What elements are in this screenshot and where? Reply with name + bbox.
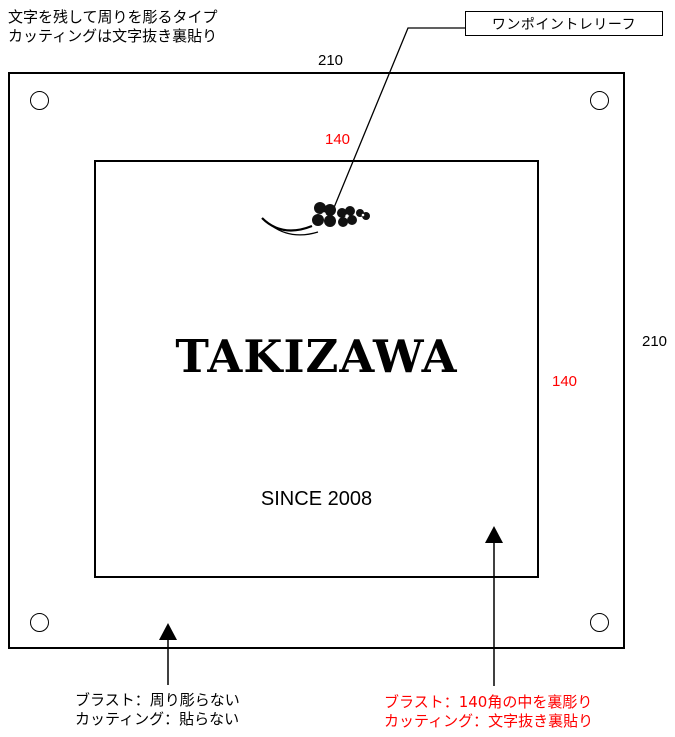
- outer-plate: [8, 72, 625, 649]
- bottom-right-note: ブラスト：140角の中を裏彫り カッティング：文字抜き裏貼り: [384, 693, 593, 731]
- callout-leader-line: [332, 27, 465, 211]
- outer-height-label: 210: [642, 333, 668, 350]
- inner-height-label: 140: [552, 373, 578, 390]
- mounting-hole-top-right: [590, 91, 609, 110]
- bottom-right-arrow-icon: [485, 526, 503, 543]
- bottom-right-note-line2: カッティング：文字抜き裏貼り: [384, 712, 594, 730]
- top-note-line2: カッティングは文字抜き裏貼り: [8, 27, 218, 45]
- plate-since: SINCE 2008: [260, 488, 373, 510]
- callout-label: ワンポイントレリーフ: [491, 16, 637, 33]
- mounting-hole-bottom-left: [30, 613, 49, 632]
- top-note: 文字を残して周りを彫るタイプ カッティングは文字抜き裏貼り: [8, 8, 218, 46]
- callout-label-box: ワンポイントレリーフ: [465, 11, 663, 36]
- clover-flower-icon: [261, 202, 370, 236]
- outer-width-label: 210: [318, 52, 344, 69]
- bottom-left-note-line1: ブラスト：周り彫らない: [75, 691, 240, 709]
- mounting-hole-bottom-right: [590, 613, 609, 632]
- plate-name: TAKIZAWA: [175, 330, 458, 383]
- inner-panel: [94, 160, 539, 578]
- bottom-left-note-line2: カッティング：貼らない: [75, 710, 240, 728]
- mounting-hole-top-left: [30, 91, 49, 110]
- bottom-left-note: ブラスト：周り彫らない カッティング：貼らない: [75, 691, 240, 729]
- bottom-right-note-line1: ブラスト：140角の中を裏彫り: [384, 693, 593, 711]
- inner-width-label: 140: [325, 131, 351, 148]
- top-note-line1: 文字を残して周りを彫るタイプ: [8, 8, 218, 26]
- bottom-left-arrow-icon: [159, 623, 177, 640]
